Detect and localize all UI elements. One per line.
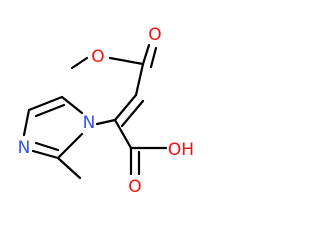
molecule-structure: O O N N OH O (18, 25, 194, 197)
carbonyl-oxygen-label: O (148, 25, 161, 45)
imidazole-n1-label: N (83, 113, 96, 133)
bond-c5-c4-b (34, 103, 66, 118)
bond-ester-o-carbonyl-c (108, 56, 145, 66)
bond-carbonyl-double-b (149, 46, 158, 69)
bond-n3-c2-a (31, 149, 60, 160)
bond-c2-methyl (56, 156, 82, 180)
ester-oxygen-label: O (91, 47, 104, 67)
hydroxyl-label: OH (168, 140, 194, 160)
bond-n1-c5 (60, 95, 84, 115)
bond-vinyl-c-acid-c (113, 118, 133, 150)
bond-vinyl-c-n1 (95, 118, 117, 126)
bond-c4-n3 (22, 108, 31, 137)
bond-vinyl-double-b (120, 99, 145, 128)
bond-ester-c-vinyl-ch (134, 62, 145, 97)
bond-methyl-ester-o (70, 56, 89, 70)
bond-vinyl-double-a (113, 93, 138, 122)
bond-c5-c4-a (27, 95, 64, 112)
molecule-drawing: O O N N OH O (18, 25, 194, 197)
bond-n3-c2-b (34, 141, 60, 152)
bond-carbonyl-double-a (141, 43, 151, 66)
acid-carbonyl-oxygen-label: O (128, 177, 141, 197)
bond-c2-n1 (56, 132, 84, 160)
imidazole-n3-label: N (18, 138, 31, 158)
